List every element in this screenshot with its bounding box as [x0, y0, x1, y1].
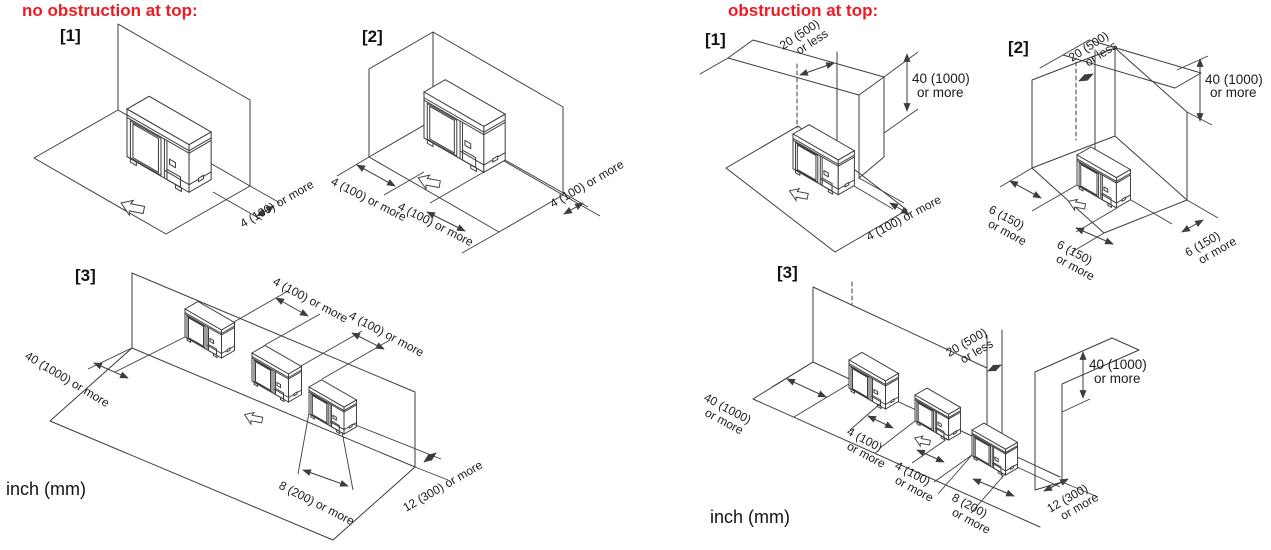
- dimension-arrow: [302, 469, 349, 487]
- dim-label-group: 8 (200) or more: [950, 490, 993, 537]
- dim-label-group: 6 (150) or more: [1183, 228, 1240, 266]
- airflow-arrow-icon: [786, 185, 810, 205]
- extension-lines: [429, 171, 500, 254]
- obstruction-slab: [699, 39, 885, 179]
- extension-lines: [1061, 398, 1091, 413]
- dimension-arrow: [351, 332, 385, 350]
- extension-lines: [1130, 199, 1219, 225]
- dim-label: or more: [1094, 371, 1141, 386]
- diagram-no-obstruction-2: 4 (100) or more 4 (100) or more 4 (100) …: [329, 31, 627, 254]
- obstruction-slab: [1039, 39, 1202, 89]
- dim-label: 40 (1000): [1205, 72, 1263, 87]
- extension-lines: [297, 412, 354, 491]
- extension-lines: [212, 185, 281, 221]
- dimension-arrow: [916, 449, 945, 463]
- floor: [725, 125, 908, 253]
- dim-label-group: 20 (500) or less: [777, 16, 831, 57]
- extension-lines: [999, 167, 1078, 212]
- dim-label: 4 (100) or more: [347, 308, 427, 359]
- outdoor-unit: [792, 124, 855, 196]
- dim-label-group: 6 (150) or more: [986, 202, 1029, 248]
- outdoor-unit: [251, 345, 302, 403]
- diagram-tag-left-2: [2]: [362, 27, 383, 46]
- diagram-obstruction-1: 20 (500) or less 40 (1000) or more 4 (10…: [699, 16, 970, 253]
- units-note-left: inch (mm): [6, 479, 86, 499]
- diagram-tag-right-2: [2]: [1008, 38, 1029, 57]
- outdoor-unit: [971, 422, 1018, 476]
- dim-label: 4 (100) or more: [548, 157, 627, 211]
- dimension-arrow: [93, 362, 129, 379]
- dim-label: or more: [1210, 85, 1257, 100]
- dimension-arrow: [972, 478, 1015, 497]
- diagram-tag-right-1: [1]: [705, 30, 726, 49]
- outdoor-unit: [184, 301, 235, 359]
- airflow-arrow-icon: [1066, 196, 1088, 214]
- dimension-arrow: [1009, 180, 1042, 199]
- dim-label: 40 (1000): [912, 71, 970, 86]
- outdoor-unit: [914, 387, 961, 441]
- dimension-arrow: [423, 452, 437, 463]
- extension-lines: [883, 51, 919, 134]
- dimension-arrow: [1181, 219, 1204, 233]
- diagram-tag-left-3: [3]: [75, 266, 96, 285]
- airflow-arrow-icon: [117, 196, 147, 220]
- outdoor-unit: [423, 79, 506, 173]
- airflow-arrow-icon: [415, 171, 443, 194]
- obstruction-face: [1034, 337, 1140, 491]
- dim-label-group: 40 (1000) or more: [702, 390, 754, 437]
- dimension-arrow: [867, 415, 894, 429]
- dim-label: 4 (100) or more: [864, 192, 944, 243]
- dimension-arrow: [786, 378, 827, 398]
- dim-label-group: 4 (100) or more: [845, 424, 888, 471]
- dimension-arrow: [563, 202, 584, 215]
- extension-lines: [300, 330, 391, 380]
- dim-label: 4 (100) or more: [329, 174, 409, 224]
- extension-lines: [352, 423, 449, 481]
- dim-label-group: 12 (300) or more: [1045, 481, 1102, 523]
- dim-label: or more: [917, 85, 964, 100]
- dimension-arrow: [799, 62, 835, 76]
- floor: [33, 109, 251, 235]
- extension-lines: [853, 177, 905, 210]
- airflow-arrow-icon: [241, 409, 265, 428]
- dimension-arrow: [256, 205, 275, 217]
- walls-floor: [368, 31, 564, 233]
- diagram-no-obstruction-1: 4 (100) or more: [33, 23, 317, 235]
- extension-lines: [1176, 55, 1213, 126]
- airflow-arrow-icon: [912, 433, 932, 450]
- outdoor-unit: [1076, 146, 1131, 209]
- dimension-arrow: [1043, 478, 1069, 492]
- dimension-arrow: [356, 164, 396, 187]
- outdoor-unit: [126, 95, 212, 193]
- left-section-title: no obstruction at top:: [22, 1, 198, 20]
- diagram-tag-left-1: [1]: [60, 26, 81, 45]
- dimension-arrow: [275, 297, 309, 317]
- dim-label-group: 20 (500) or less: [944, 325, 996, 366]
- floor: [49, 347, 416, 541]
- dimension-arrow: [889, 202, 910, 215]
- extension-lines: [771, 361, 850, 418]
- dimension-arrow: [1075, 227, 1114, 245]
- dim-label-group: 4 (100) or more: [893, 458, 936, 505]
- dim-label: 40 (1000): [1089, 357, 1147, 372]
- diagram-obstruction-3: 20 (500) or less 40 (1000) or more 40 (1…: [702, 281, 1147, 537]
- dim-label: 4 (100) or more: [271, 274, 351, 325]
- dimension-arrow: [1078, 73, 1094, 82]
- diagram-obstruction-2: 20 (500) or less 40 (1000) or more 6 (15…: [986, 28, 1263, 283]
- diagram-no-obstruction-3: 40 (1000) or more 4 (100) or more 4 (100…: [22, 272, 485, 541]
- units-note-right: inch (mm): [710, 507, 790, 527]
- dim-label: 40 (1000) or more: [22, 349, 112, 411]
- dim-label: 4 (100) or more: [238, 177, 317, 231]
- outdoor-unit: [848, 352, 899, 410]
- dimension-arrow: [987, 364, 1002, 372]
- dimension-arrow: [426, 211, 466, 232]
- right-section-title: obstruction at top:: [728, 1, 879, 20]
- extension-lines: [233, 290, 321, 346]
- diagram-tag-right-3: [3]: [777, 263, 798, 282]
- extension-lines: [849, 402, 916, 449]
- extension-lines: [336, 156, 425, 196]
- dim-label-group: 20 (500) or less: [1066, 28, 1120, 69]
- dim-label: 4 (100) or more: [396, 199, 476, 249]
